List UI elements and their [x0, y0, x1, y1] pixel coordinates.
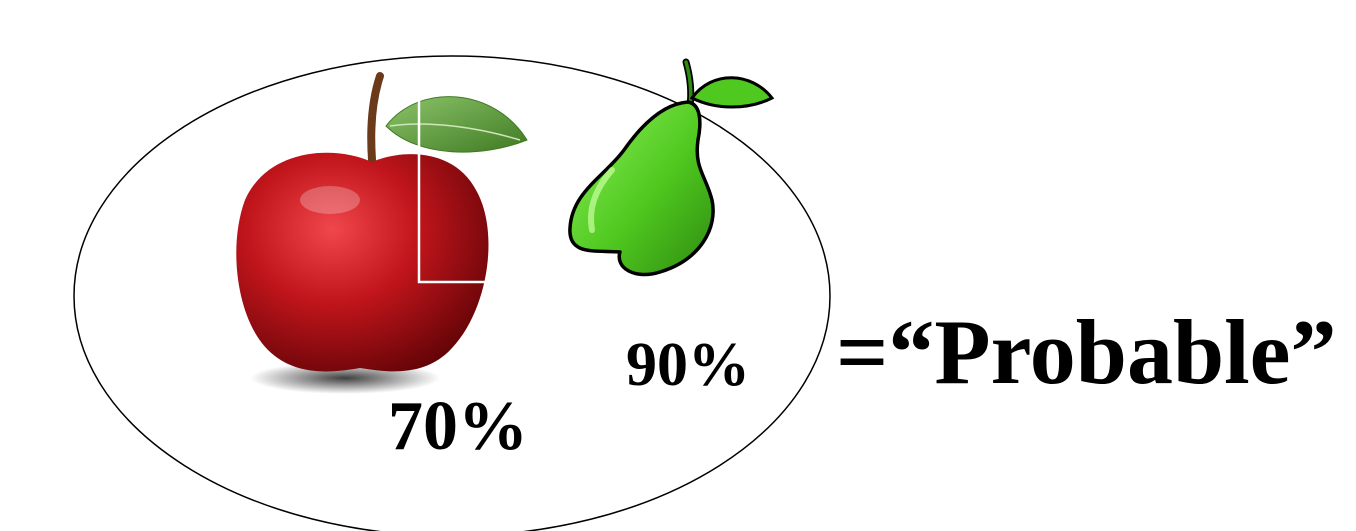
- leaf-vein: [389, 123, 521, 141]
- apple-percent-label: 70%: [388, 388, 528, 465]
- white-bracket-line: [417, 98, 488, 284]
- apple-icon: [236, 72, 528, 394]
- pear-leaf: [689, 76, 775, 109]
- pear-body: [568, 100, 715, 277]
- pear-highlight: [588, 167, 615, 233]
- apple-highlight: [300, 186, 360, 214]
- apple-body: [236, 152, 489, 372]
- pear-percent-label: 90%: [626, 331, 750, 399]
- pear-icon: [568, 58, 775, 277]
- set-ellipse: [73, 55, 831, 531]
- apple-leaf: [385, 96, 528, 153]
- apple-stem: [367, 72, 384, 164]
- result-text: =“Probable”: [836, 301, 1337, 403]
